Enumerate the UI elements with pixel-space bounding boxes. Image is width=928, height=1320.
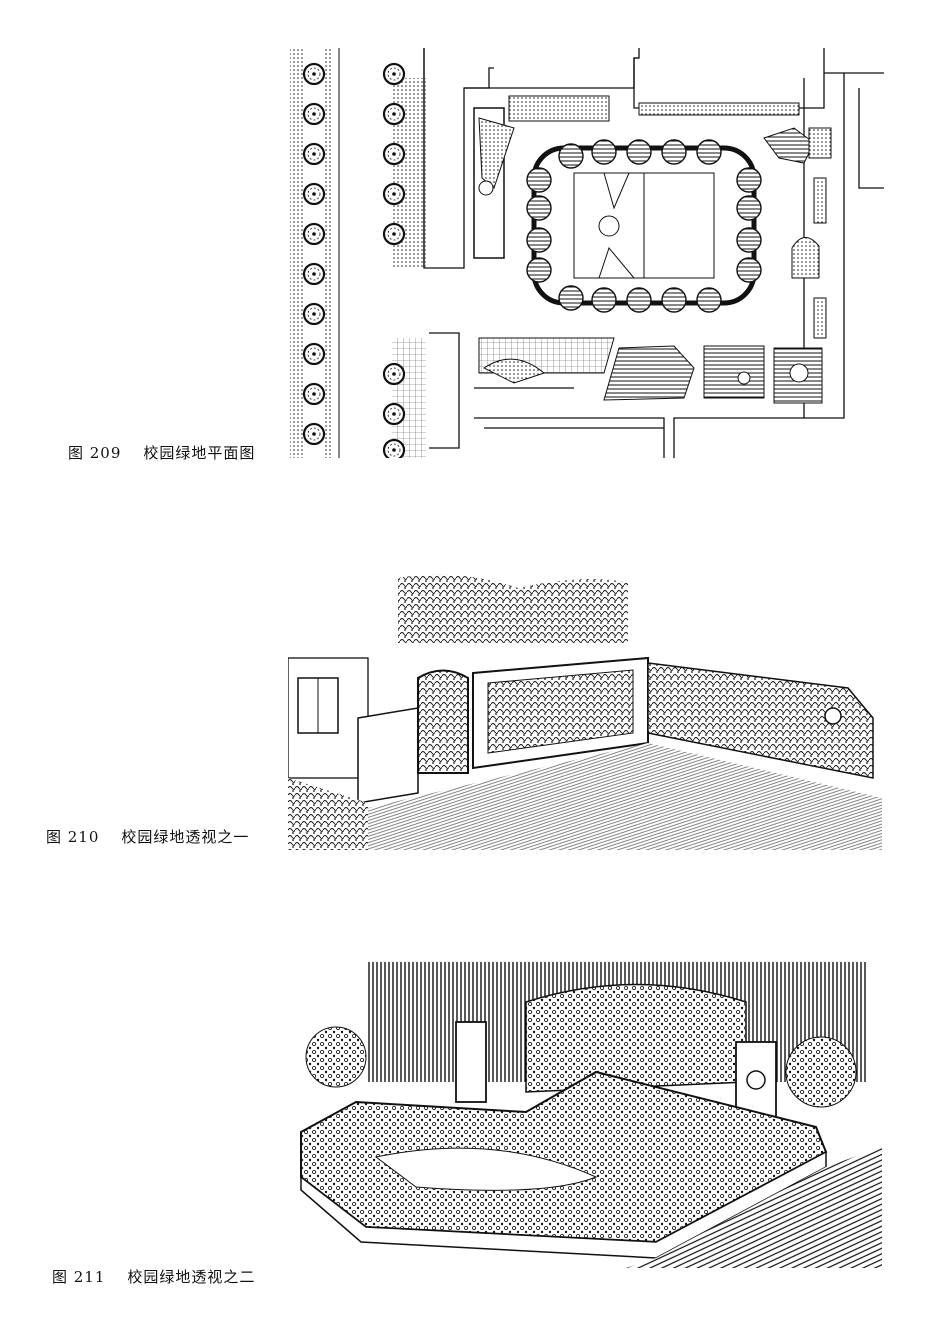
figure-number: 图 210	[46, 828, 100, 846]
school-building	[288, 657, 369, 779]
planting-beds	[473, 95, 832, 404]
street-trees-left	[302, 62, 326, 446]
sidewalk-lower	[392, 338, 426, 458]
paved-courtyard	[368, 743, 882, 850]
figure-title: 校园绿地平面图	[143, 444, 256, 462]
shrub-left	[305, 1026, 367, 1088]
ground-hatching	[626, 1147, 882, 1268]
gate-pillar-left	[455, 1021, 487, 1103]
figure-209-caption: 图 209 校园绿地平面图	[68, 442, 255, 463]
building-outlines	[423, 48, 884, 458]
street-verge-mid	[324, 48, 332, 458]
figure-number: 图 211	[52, 1268, 106, 1286]
figure-title: 校园绿地透视之一	[121, 828, 250, 846]
curved-back-wall	[525, 983, 747, 1093]
figure-title: 校园绿地透视之二	[127, 1268, 256, 1286]
perspective-two-svg	[300, 962, 882, 1268]
campus-plan-svg	[290, 48, 884, 458]
figure-number: 图 209	[68, 444, 122, 462]
figure-211-caption: 图 211 校园绿地透视之二	[52, 1266, 255, 1287]
entrance-wall	[357, 707, 419, 804]
figure-211-perspective-drawing	[296, 962, 882, 1268]
hedge-wall	[647, 662, 874, 779]
perspective-one-svg	[288, 574, 882, 850]
figure-210-caption: 图 210 校园绿地透视之一	[46, 826, 249, 847]
lawn-patch	[374, 1147, 598, 1191]
shrub-right	[785, 1036, 857, 1108]
street-verge-left	[290, 48, 304, 458]
background-trees	[398, 574, 628, 643]
figure-209-plan-drawing	[284, 48, 884, 458]
figure-210-perspective-drawing	[288, 568, 882, 850]
gate-arch	[417, 669, 469, 774]
central-court	[526, 139, 762, 313]
